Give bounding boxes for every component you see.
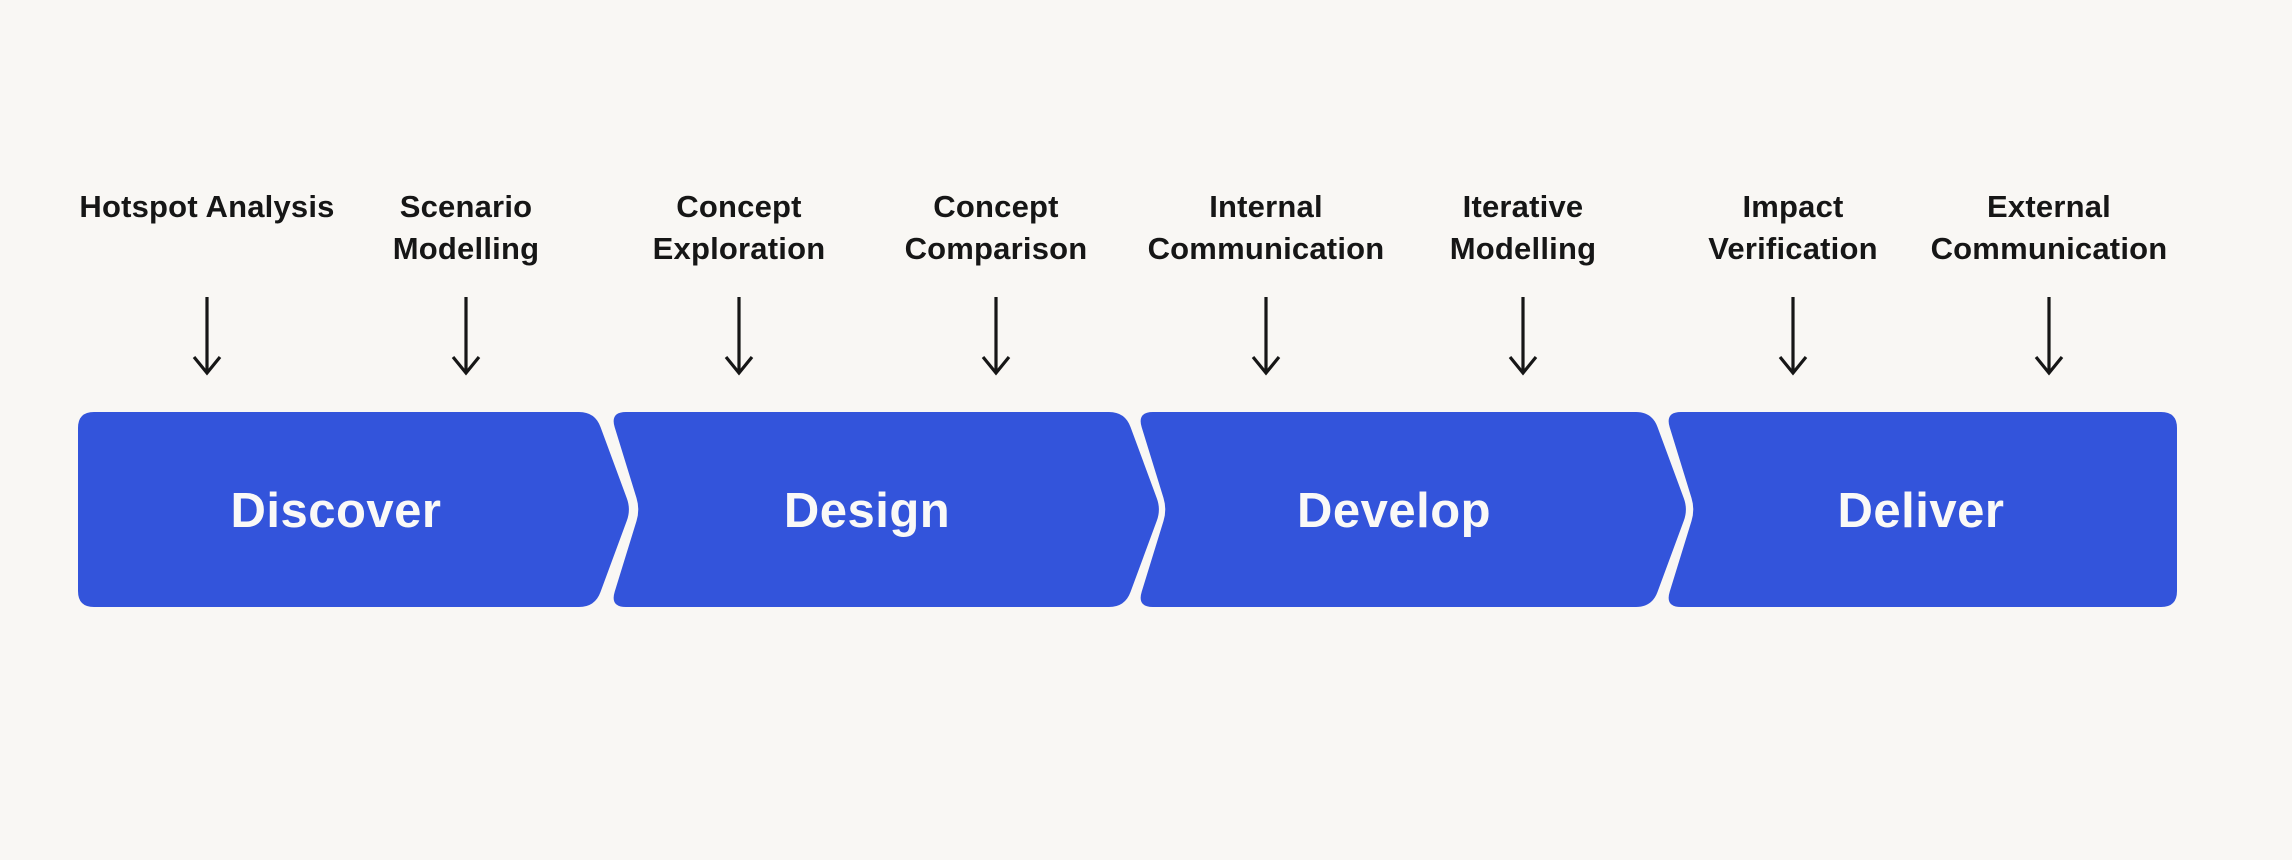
phase-title-develop: Develop — [1297, 484, 1491, 538]
down-arrow-icon — [724, 297, 754, 376]
phase-shape-design — [613, 412, 1159, 607]
down-arrow-icon — [2034, 297, 2064, 376]
step-label-scenario-modelling: Scenario Modelling — [392, 189, 540, 266]
step-label-concept-exploration: Concept Exploration — [652, 189, 826, 266]
step-label-impact-verification: Impact Verification — [1708, 189, 1878, 266]
down-arrow-icon — [1251, 297, 1281, 376]
step-label-external-communication: External Communication — [1930, 189, 2168, 266]
step-label-hotspot-analysis: Hotspot Analysis — [79, 189, 335, 224]
step-label-concept-comparison: Concept Comparison — [904, 189, 1088, 266]
phase-shape-develop — [1140, 412, 1686, 607]
step-label-iterative-modelling: Iterative Modelling — [1449, 189, 1597, 266]
phase-title-design: Design — [784, 484, 950, 538]
down-arrow-icon — [192, 297, 222, 376]
phase-title-deliver: Deliver — [1838, 484, 2005, 538]
down-arrow-icon — [1778, 297, 1808, 376]
down-arrow-icon — [981, 297, 1011, 376]
phase-shape-discover — [78, 412, 629, 607]
down-arrow-icon — [451, 297, 481, 376]
down-arrow-icon — [1508, 297, 1538, 376]
phase-shape-deliver — [1668, 412, 2177, 607]
phase-title-discover: Discover — [230, 484, 441, 538]
step-label-internal-communication: Internal Communication — [1147, 189, 1385, 266]
